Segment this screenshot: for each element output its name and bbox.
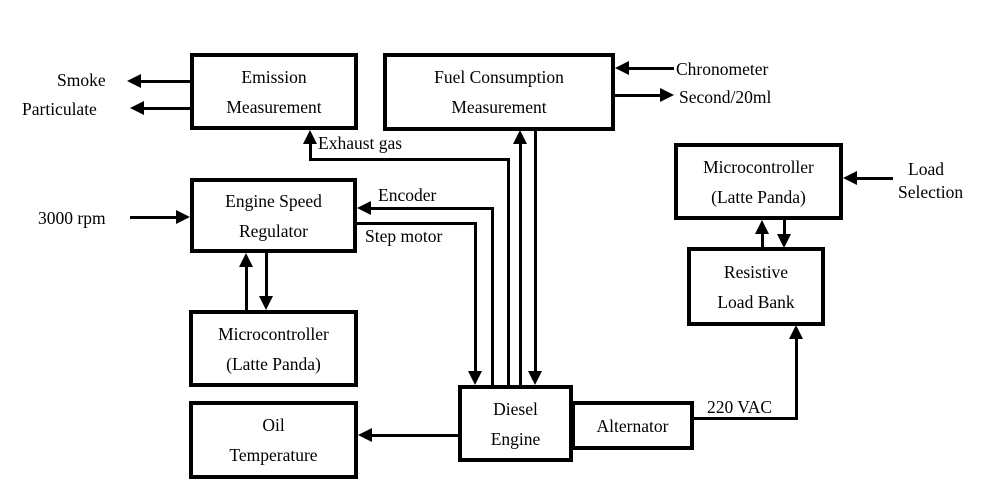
box-oil-line1: Oil (262, 415, 285, 435)
box-fuel-consumption-measurement: Fuel Consumption Measurement (383, 53, 615, 131)
box-fuel-line1: Fuel Consumption (434, 67, 564, 87)
box-alternator: Alternator (571, 401, 694, 450)
arrowhead-exhaust-gas (303, 130, 317, 144)
box-emission-measurement: Emission Measurement (190, 53, 358, 130)
arrowhead-rpm (176, 210, 190, 224)
arrowhead-micro-left-up (239, 253, 253, 267)
connector-oil-line (370, 434, 458, 437)
label-exhaust-gas: Exhaust gas (318, 133, 403, 153)
connector-micro-right-up (761, 232, 764, 248)
box-engine-speed-regulator: Engine Speed Regulator (190, 178, 357, 253)
connector-vac-vertical (795, 337, 798, 420)
box-oil-line2: Temperature (229, 445, 318, 465)
box-load-bank-line2: Load Bank (717, 291, 795, 312)
arrowhead-load-selection (843, 171, 857, 185)
connector-micro-right-down (783, 220, 786, 236)
box-micro-left-line2: (Latte Panda) (226, 353, 321, 374)
connector-encoder-vertical (491, 207, 494, 385)
label-step-motor: Step motor (365, 226, 443, 246)
arrowhead-fuel-down (528, 371, 542, 385)
label-chronometer: Chronometer (676, 59, 769, 79)
connector-rpm-line (130, 216, 179, 219)
connector-encoder-horizontal (369, 207, 494, 210)
label-3000-rpm: 3000 rpm (38, 208, 106, 228)
arrowhead-micro-left-down (259, 296, 273, 310)
box-micro-left-line1: Microcontroller (218, 323, 329, 344)
box-micro-right-line1: Microcontroller (703, 156, 814, 177)
box-diesel-engine: Diesel Engine (458, 385, 573, 462)
label-particulate: Particulate (22, 99, 97, 119)
arrowhead-micro-right-down (777, 234, 791, 248)
connector-smoke-line (139, 80, 190, 83)
connector-particulate-line (142, 107, 190, 110)
arrowhead-oil (358, 428, 372, 442)
arrowhead-step-motor (468, 371, 482, 385)
box-regulator-line1: Engine Speed (225, 190, 322, 211)
box-microcontroller-right: Microcontroller (Latte Panda) (674, 143, 843, 220)
box-regulator-line2: Regulator (238, 220, 308, 241)
box-emission-line2: Measurement (226, 96, 322, 117)
arrowhead-second (660, 88, 674, 102)
label-load-selection-line2: Selection (898, 182, 964, 202)
connector-exhaust-vertical-left (309, 142, 312, 160)
arrowhead-chronometer (615, 61, 629, 75)
connector-micro-left-up (245, 265, 248, 310)
connector-exhaust-horizontal (309, 158, 510, 161)
box-oil-temperature: Oil Temperature (189, 401, 358, 479)
connector-fuel-up-vertical (519, 142, 522, 385)
box-load-bank-line1: Resistive (723, 261, 789, 282)
label-smoke: Smoke (57, 70, 106, 90)
box-alternator-line1: Alternator (596, 415, 669, 436)
arrowhead-fuel-up (513, 130, 527, 144)
label-load-selection-line1: Load (908, 159, 944, 179)
box-resistive-load-bank: Resistive Load Bank (687, 247, 825, 326)
arrowhead-micro-right-up (755, 220, 769, 234)
connector-micro-left-down (265, 253, 268, 298)
connector-vac-horizontal (694, 417, 798, 420)
label-second-20ml: Second/20ml (679, 87, 772, 107)
box-micro-right-line2: (Latte Panda) (711, 186, 806, 207)
connector-step-motor-vertical (474, 222, 477, 373)
box-emission-line1: Emission (241, 66, 307, 87)
box-diesel-line1: Diesel (493, 398, 538, 419)
connector-second-line (615, 94, 662, 97)
connector-exhaust-vertical-right (507, 158, 510, 385)
label-220-vac: 220 VAC (707, 397, 773, 417)
arrowhead-smoke (127, 74, 141, 88)
arrowhead-encoder (357, 201, 371, 215)
connector-load-selection-line (855, 177, 893, 180)
connector-fuel-down-vertical (534, 130, 537, 373)
arrowhead-vac (789, 325, 803, 339)
label-encoder: Encoder (378, 185, 437, 205)
arrowhead-particulate (130, 101, 144, 115)
connector-chronometer-line (627, 67, 674, 70)
box-microcontroller-left: Microcontroller (Latte Panda) (189, 310, 358, 387)
connector-step-motor-horizontal (357, 222, 477, 225)
box-diesel-line2: Engine (490, 428, 541, 449)
box-fuel-line2: Measurement (451, 97, 547, 117)
